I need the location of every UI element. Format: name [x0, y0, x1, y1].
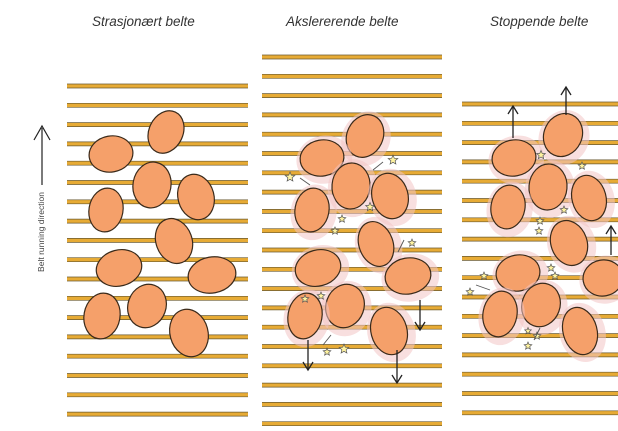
- belt-slat: [67, 354, 248, 358]
- star-icon: [466, 288, 474, 295]
- motion-tick: [373, 162, 383, 170]
- motion-tick: [476, 285, 490, 290]
- egg-shell: [173, 170, 220, 224]
- belt-slat: [462, 392, 618, 396]
- egg-icon: [92, 245, 146, 292]
- egg-shell: [85, 185, 126, 234]
- star-icon: [388, 155, 398, 164]
- star-icon: [524, 342, 532, 349]
- belt-slat: [262, 113, 442, 117]
- egg-icon: [85, 185, 126, 234]
- egg-shell: [122, 279, 173, 333]
- belt-slat: [67, 393, 248, 397]
- belt-slat: [262, 94, 442, 98]
- belt-slat: [262, 345, 442, 349]
- belt-slat: [262, 229, 442, 233]
- egg-shell: [92, 245, 146, 292]
- egg-shell: [164, 305, 213, 361]
- motion-tick: [323, 335, 331, 345]
- belt-slat: [462, 411, 618, 415]
- belt-slat: [67, 374, 248, 378]
- belt-slat: [462, 121, 618, 125]
- belt-slat: [67, 412, 248, 416]
- star-icon: [547, 264, 555, 271]
- up-arrow-icon: [34, 126, 50, 185]
- belt-slat: [262, 55, 442, 59]
- star-icon: [331, 227, 339, 234]
- belt-slat: [462, 102, 618, 106]
- belt-slat: [262, 74, 442, 78]
- egg-icon: [164, 305, 213, 361]
- belt-slat: [462, 372, 618, 376]
- belt-slat: [67, 103, 248, 107]
- egg-shell: [86, 132, 136, 175]
- egg-icon: [86, 132, 136, 175]
- egg-shell: [141, 105, 190, 159]
- star-icon: [323, 348, 331, 355]
- belt-slat: [262, 383, 442, 387]
- belt-slat: [262, 422, 442, 426]
- star-icon: [408, 239, 416, 246]
- belts-layer: [67, 55, 618, 426]
- egg-icon: [122, 279, 173, 333]
- egg-icon: [141, 105, 190, 159]
- star-icon: [338, 215, 346, 222]
- belt-slat: [262, 364, 442, 368]
- egg-icon: [173, 170, 220, 224]
- belt-slat: [262, 248, 442, 252]
- belt-slat: [67, 84, 248, 88]
- star-icon: [535, 227, 543, 234]
- belt-slat: [262, 402, 442, 406]
